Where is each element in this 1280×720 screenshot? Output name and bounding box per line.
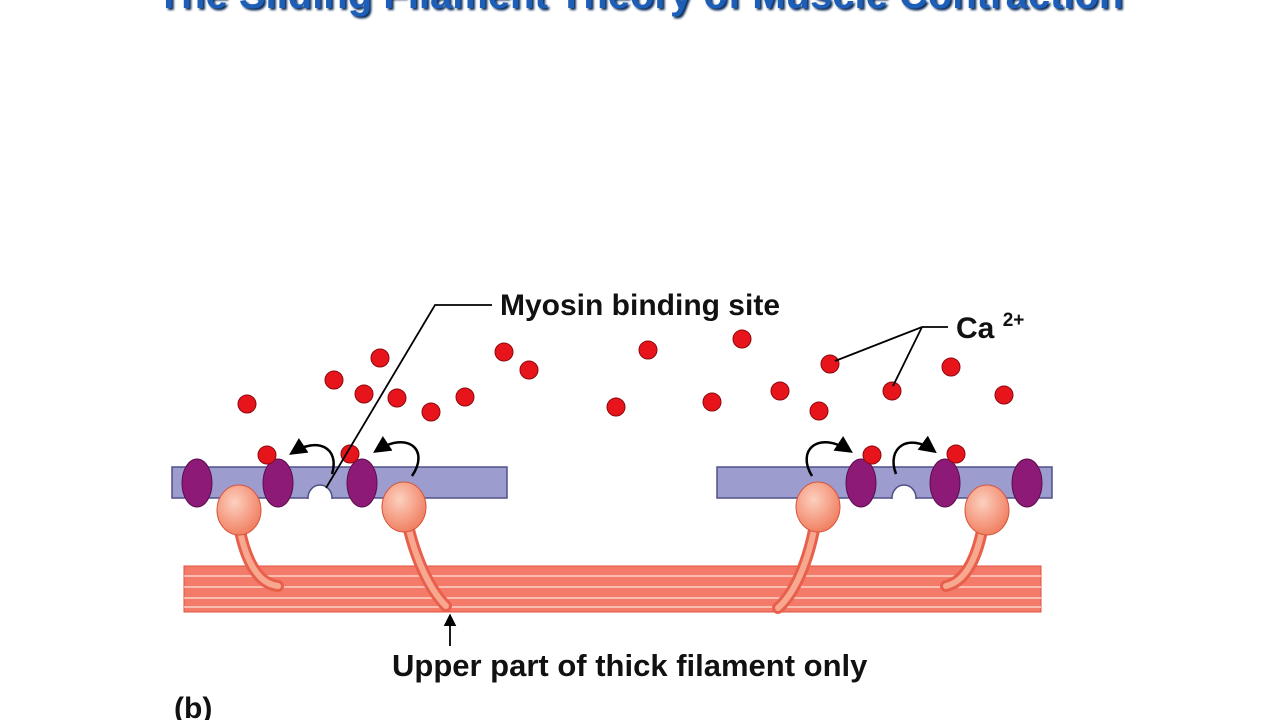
tropomyosin-shift-arrows — [289, 435, 937, 477]
myosin-binding-site-leader — [325, 304, 492, 489]
panel-label: (b) — [174, 692, 212, 720]
troponin-complexes — [181, 458, 1043, 508]
calcium-ions — [237, 329, 1014, 465]
myosin-heads — [216, 481, 1010, 536]
slide-title: The Sliding Filament Theory of Muscle Co… — [0, 0, 1280, 20]
calcium-leader — [834, 326, 948, 362]
calcium-leader-branch — [892, 326, 923, 387]
myosin-binding-site-label: Myosin binding site — [500, 289, 780, 322]
thick-filament — [183, 565, 1042, 613]
leader-lines — [325, 304, 948, 646]
calcium-label-charge: 2+ — [1003, 310, 1025, 331]
calcium-label: Ca 2+ — [956, 310, 1024, 345]
thick-filament-label: Upper part of thick filament only — [392, 648, 868, 683]
calcium-label-base: Ca — [956, 312, 995, 345]
